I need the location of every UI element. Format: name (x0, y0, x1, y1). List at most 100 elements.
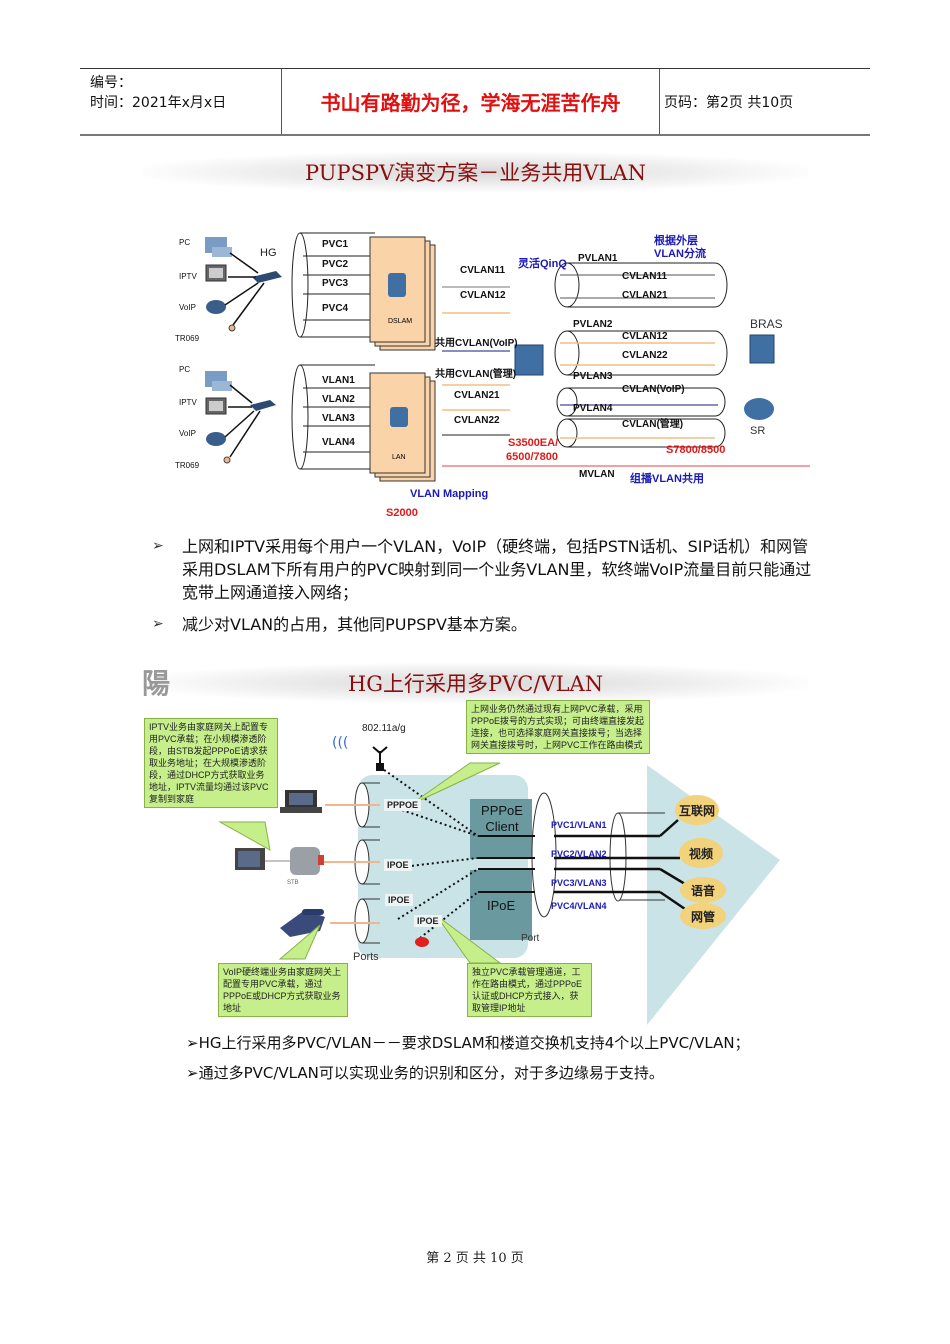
pvc1-label: PVC1 (322, 239, 349, 250)
arrow-bullet-icon: ➢ (186, 1064, 199, 1082)
doc-number-label: 编号： (90, 75, 132, 91)
port-tag-ipoe-2: IPOE (385, 894, 413, 906)
device-label-iptv-2: IPTV (179, 398, 197, 407)
device-label-voip-2: VoIP (179, 429, 196, 438)
callout-mgmt: 独立PVC承载管理通道，工作在路由模式，通过PPPoE认证或DHCP方式接入，获… (467, 963, 592, 1017)
pvc-vlan-2: PVC2/VLAN2 (551, 849, 607, 859)
hg-router-icon (252, 271, 282, 283)
callout-internet: 上网业务仍然通过现有上网PVC承载，采用PPPoE拨号的方式实现；可由终端直接发… (466, 700, 650, 754)
pvlan1-inner-1: CVLAN11 (622, 271, 668, 282)
lan-label: LAN (392, 454, 406, 461)
pvc4-label: PVC4 (322, 303, 349, 314)
pvc2-label: PVC2 (322, 259, 349, 270)
header-meta: 编号： 时间：2021年x月x日 (80, 69, 282, 134)
device-label-voip: VoIP (179, 303, 196, 312)
vlan-diagram: PC IPTV VoIP TR069 HG PVC1 PVC2 PVC3 PVC… (170, 225, 810, 525)
bullet-text: 通过多PVC/VLAN可以实现业务的识别和区分，对于多边缘易于支持。 (198, 1064, 664, 1082)
tv-icon-2 (205, 397, 227, 415)
pvlan3-tube (556, 387, 726, 417)
s3500-label: S3500EA/ (508, 437, 559, 449)
link-cvlan22: CVLAN22 (454, 415, 500, 426)
bullet-text: HG上行采用多PVC/VLAN－－要求DSLAM和楼道交换机支持4个以上PVC/… (198, 1034, 750, 1052)
pvc3-label: PVC3 (322, 278, 349, 289)
device-label-pc: PC (179, 238, 191, 247)
pvlan2-label: PVLAN2 (573, 319, 613, 330)
service-management: 网管 (680, 903, 726, 929)
vlan4-label: VLAN4 (322, 437, 355, 448)
telephone-icon (280, 909, 325, 937)
hg-label: HG (260, 247, 277, 259)
link-shared-mgmt: 共用CVLAN(管理) (435, 369, 517, 380)
link-shared-voip: 共用CVLAN(VoIP) (435, 338, 518, 349)
aggregation-switch-icon (514, 344, 544, 376)
stb-label: STB (287, 880, 299, 886)
bras-icon (749, 334, 775, 364)
dslam-label: DSLAM (388, 318, 413, 325)
switch-icon-small (250, 400, 276, 411)
ports-label: Ports (353, 951, 379, 963)
pvlan3-label: PVLAN3 (573, 371, 613, 382)
device-label-iptv: IPTV (179, 272, 197, 281)
logo-glyph-icon: 陽 (142, 667, 171, 700)
multicast-vlan-shared-label: 组播VLAN共用 (630, 473, 704, 485)
link-cvlan11: CVLAN11 (460, 265, 506, 276)
callout-voip: VoIP硬终端业务由家庭网关上配置专用PVC承载，通过PPPoE或DHCP方式获… (218, 963, 348, 1017)
svg-text:(((: ((( (332, 735, 348, 751)
slide1-title-banner: PUPSPV演变方案－业务共用VLAN (143, 152, 808, 192)
vlan1-label: VLAN1 (322, 375, 355, 386)
slide2-title: HG上行采用多PVC/VLAN (347, 672, 604, 696)
header-motto: 书山有路勤为径，学海无涯苦作舟 (282, 69, 660, 134)
pc-icon-2 (205, 371, 232, 391)
ipoe-label: IPoE (487, 898, 516, 913)
pvlan2-inner-2: CVLAN22 (622, 350, 668, 361)
pvc-vlan-3: PVC3/VLAN3 (551, 878, 607, 888)
header-page-info: 页码：第2页 共10页 (664, 94, 794, 111)
qinq-label: 灵活QinQ (518, 258, 567, 270)
arrow-bullet-icon: ➢ (186, 1034, 199, 1052)
bullet-item: ➢HG上行采用多PVC/VLAN－－要求DSLAM和楼道交换机支持4个以上PVC… (186, 1028, 806, 1058)
stb-icon (290, 847, 324, 875)
service-voice: 语音 (680, 877, 726, 903)
vlan3-label: VLAN3 (322, 413, 355, 424)
device-label-tr069: TR069 (175, 334, 200, 343)
link-cvlan12: CVLAN12 (460, 290, 506, 301)
multi-pvc-diagram: ((( IPTV业务由家庭网关上配置专用PVC承载；在小规模渗透阶段，由STB发… (140, 695, 810, 1025)
pvlan3-inner: CVLAN(VoIP) (622, 384, 685, 395)
pvlan2-inner-1: CVLAN12 (622, 331, 668, 342)
pc-icon (205, 237, 232, 257)
tv-icon (205, 264, 227, 282)
dslam-box (369, 236, 436, 351)
phone-icon-2 (206, 432, 226, 446)
callout-iptv: IPTV业务由家庭网关上配置专用PVC承载；在小规模渗透阶段，由STB发起PPP… (144, 718, 278, 808)
arrow-bullet-icon: ➢ (152, 538, 164, 554)
pvlan4-tube (556, 418, 726, 448)
page-header-table: 编号： 时间：2021年x月x日 书山有路勤为径，学海无涯苦作舟 页码：第2页 … (80, 68, 870, 136)
slide1-bullets: ➢ 上网和IPTV采用每个用户一个VLAN，VoIP（硬终端，包括PSTN话机、… (152, 535, 812, 645)
s2000-label: S2000 (386, 507, 418, 519)
bullet-item: ➢ 减少对VLAN的占用，其他同PUPSPV基本方案。 (152, 613, 812, 636)
sr-router-icon (744, 398, 774, 420)
mvlan-label: MVLAN (579, 469, 615, 480)
wifi-label: 802.11a/g (362, 723, 406, 734)
port-label: Port (521, 933, 540, 944)
phone-icon (206, 300, 226, 314)
page-footer: 第 2 页 共 10 页 (426, 1251, 524, 1266)
pvlan1-inner-2: CVLAN21 (622, 290, 668, 301)
outer-vlan-split-label: 根据外层VLAN分流 (654, 235, 706, 260)
multi-pvc-graphics: ((( (218, 735, 780, 1025)
pvlan4-label: PVLAN4 (573, 403, 613, 414)
vlan-diagram-graphics (205, 232, 810, 482)
port-tag-ipoe-1: IPOE (384, 859, 412, 871)
device-label-pc-2: PC (179, 365, 191, 374)
bullet-item: ➢通过多PVC/VLAN可以实现业务的识别和区分，对于多边缘易于支持。 (186, 1058, 806, 1088)
slide2-title-banner: HG上行采用多PVC/VLAN (143, 663, 808, 703)
bullet-text: 减少对VLAN的占用，其他同PUPSPV基本方案。 (182, 615, 527, 634)
s6500-label: 6500/7800 (506, 451, 558, 463)
service-video: 视频 (679, 838, 723, 868)
service-internet: 互联网 (675, 795, 719, 825)
pvc-vlan-1: PVC1/VLAN1 (551, 820, 607, 830)
bullet-text: 上网和IPTV采用每个用户一个VLAN，VoIP（硬终端，包括PSTN话机、SI… (182, 537, 812, 602)
port-tag-ipoe-3: IPOE (414, 915, 442, 927)
doc-time-label: 时间：2021年x月x日 (90, 95, 227, 111)
bullet-item: ➢ 上网和IPTV采用每个用户一个VLAN，VoIP（硬终端，包括PSTN话机、… (152, 535, 812, 604)
